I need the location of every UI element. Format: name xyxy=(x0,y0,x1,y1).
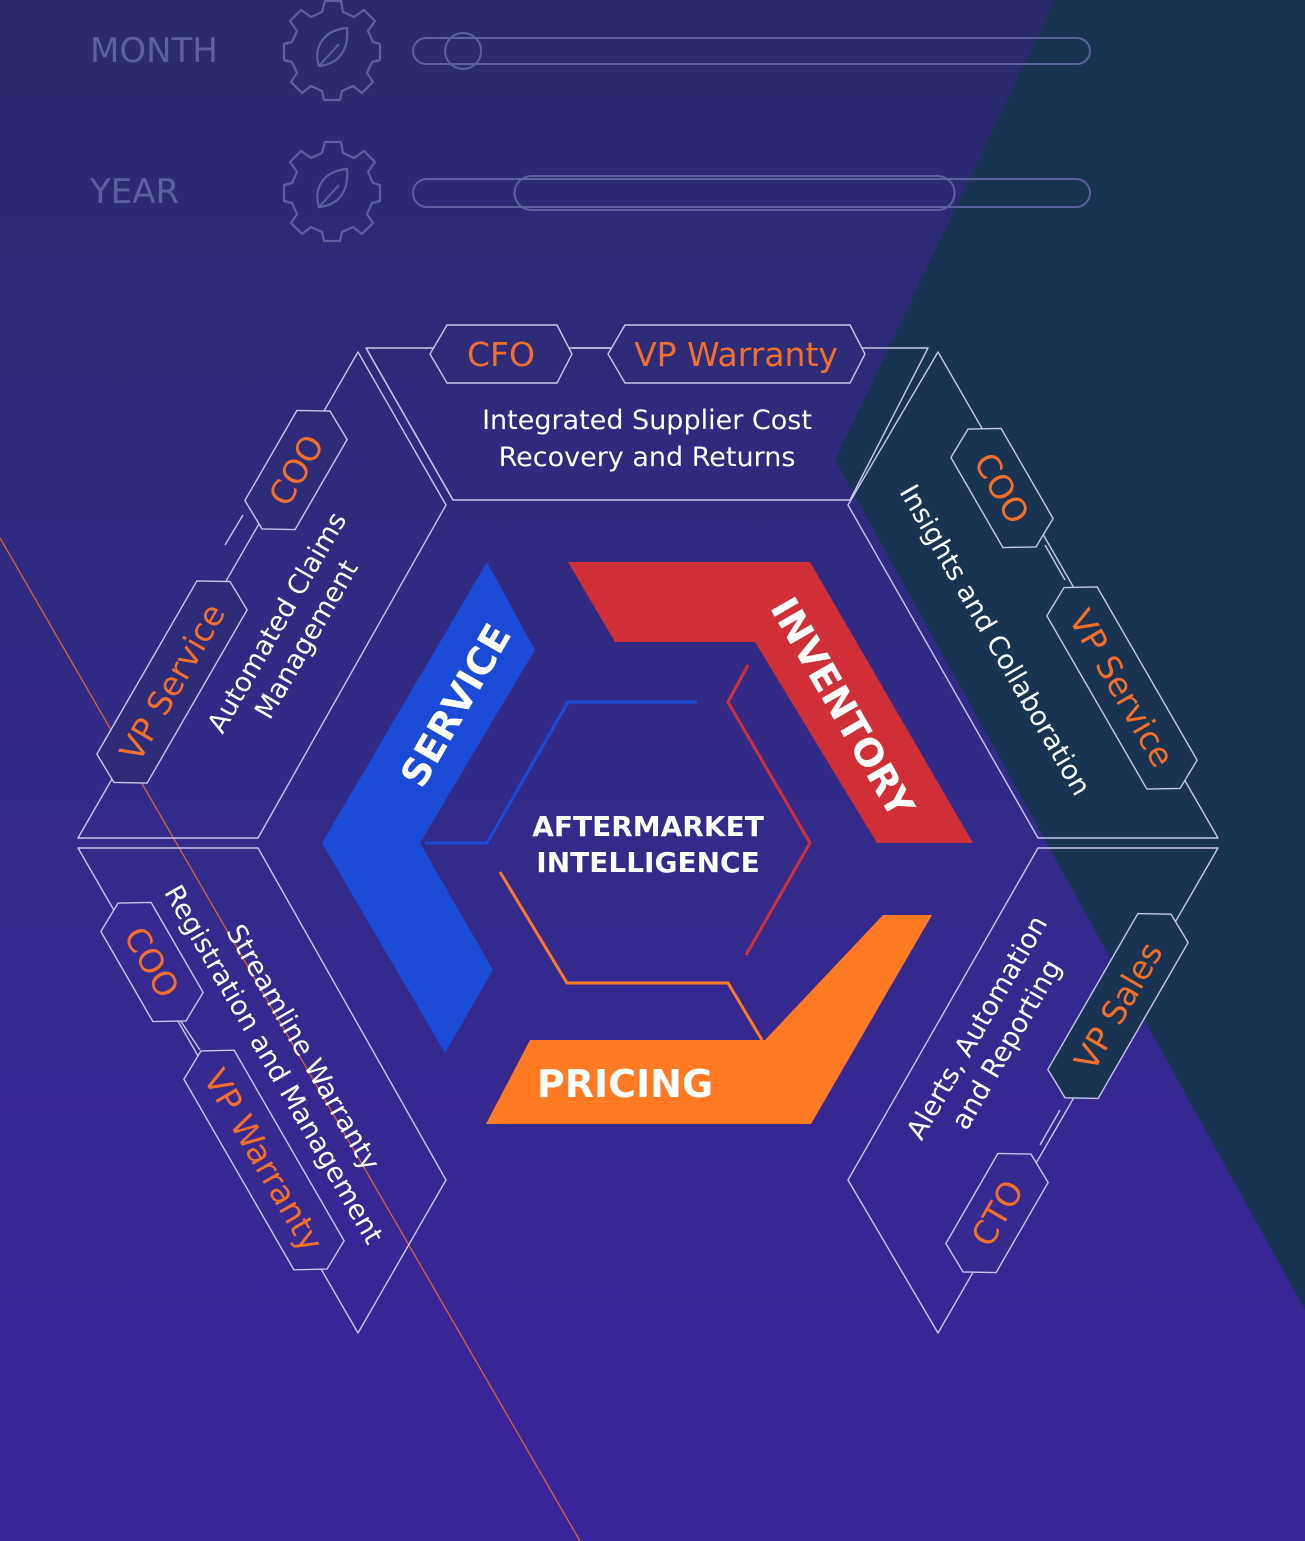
panel-top-edge xyxy=(365,347,454,501)
center-title-line1: AFTERMARKET xyxy=(532,810,764,843)
role-badge-cto: CTO xyxy=(945,1152,1049,1274)
panel-lower-right xyxy=(847,847,1219,1334)
month-label: MONTH xyxy=(90,31,218,71)
pillar-pricing xyxy=(486,915,932,1124)
panel-top-line2: Recovery and Returns xyxy=(499,442,796,473)
pillar-inventory xyxy=(568,562,973,843)
pillar-pricing-label: PRICING xyxy=(537,1062,713,1106)
leaf-gear-icon xyxy=(282,0,382,102)
leaf-gear-icon xyxy=(282,140,382,243)
inner-hex-blue xyxy=(425,700,697,845)
year-slider-range[interactable] xyxy=(513,175,956,211)
year-label: YEAR xyxy=(89,172,179,212)
panel-lower-right-text: Alerts, Automation and Reporting xyxy=(901,911,1068,1145)
role-badge-vp-warranty: VP Warranty xyxy=(607,324,866,384)
month-slider-track[interactable] xyxy=(412,37,1091,65)
month-slider-knob[interactable] xyxy=(444,32,483,70)
year-slider-track[interactable] xyxy=(412,178,1091,208)
svg-text:VP Warranty: VP Warranty xyxy=(634,335,838,374)
role-badge-cfo: CFO xyxy=(429,324,573,384)
center-title-line2: INTELLIGENCE xyxy=(536,846,759,879)
orange-diagonal-line xyxy=(0,537,581,1541)
panel-top-line1: Integrated Supplier Cost xyxy=(482,405,812,436)
svg-text:CFO: CFO xyxy=(467,335,535,374)
inner-hex-orange xyxy=(498,871,764,1041)
inner-hex-red xyxy=(726,664,812,956)
pillar-service xyxy=(322,562,535,1053)
